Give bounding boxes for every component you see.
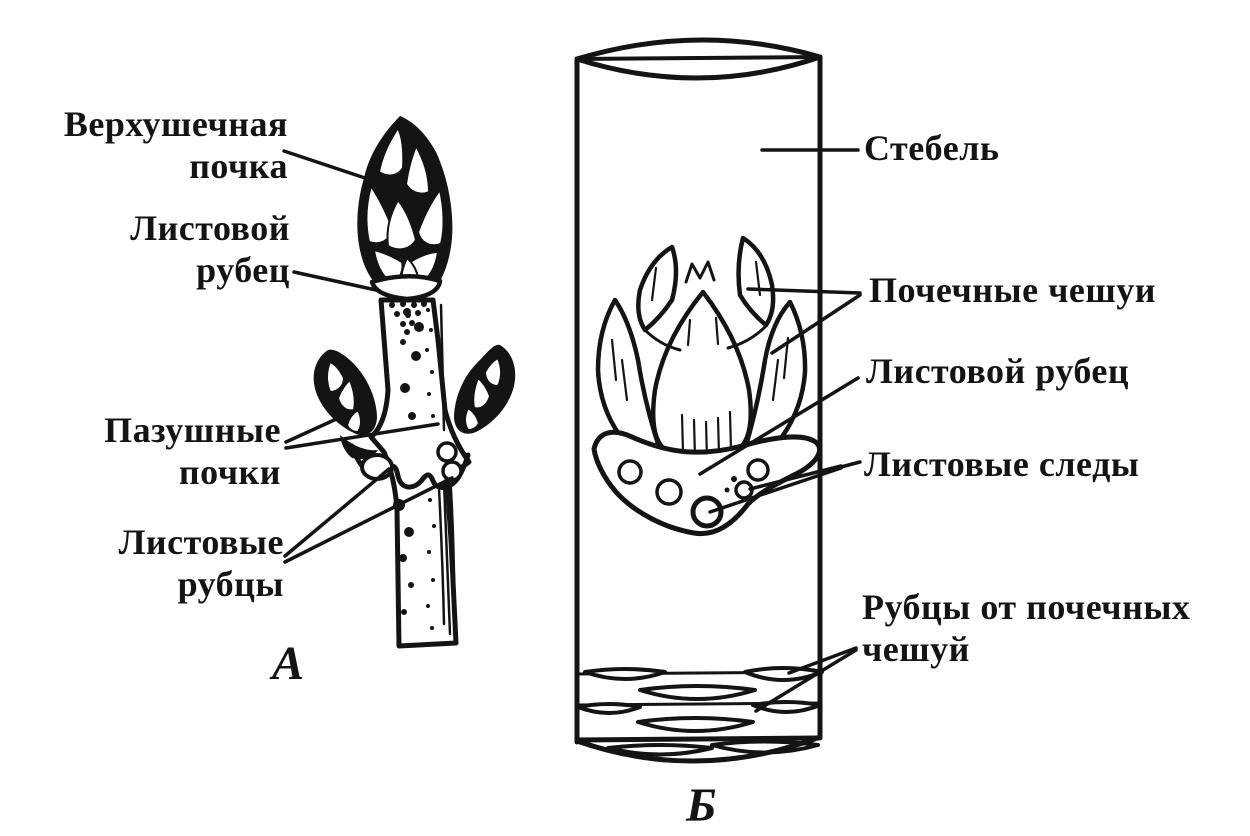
label-leaf-scar-stem: Листовой рубец — [866, 351, 1130, 391]
panel-a-letter: А — [272, 637, 305, 690]
leaf-traces — [617, 458, 770, 529]
cylinder-bud — [595, 235, 808, 463]
cylinder-leaf-scar — [591, 429, 822, 537]
panel-b-letter: Б — [686, 779, 717, 832]
label-leaf-scar-twig: Листовой рубец — [130, 208, 290, 291]
label-apical-bud: Верхушечная почка — [63, 104, 288, 187]
apical-bud — [357, 116, 453, 292]
axillary-bud-left — [313, 349, 377, 436]
twig-collar — [369, 274, 443, 335]
twig-leader-lines — [282, 149, 454, 564]
axillary-bud-right — [454, 344, 516, 434]
label-stem: Стебель — [864, 128, 1000, 168]
label-bud-scale-scars: Рубцы от почечных чешуй — [862, 587, 1191, 670]
twig-leaf-scars — [340, 435, 471, 490]
label-leaf-traces: Листовые следы — [864, 444, 1140, 484]
label-axillary-buds: Пазушные почки — [104, 410, 281, 493]
bud-scale-scars — [576, 666, 824, 757]
cylinder-drawing — [574, 37, 862, 764]
label-bud-scales: Почечные чешуи — [869, 270, 1157, 310]
label-leaf-scars-twig: Листовые рубцы — [118, 522, 284, 605]
cylinder-outline — [574, 37, 823, 764]
cylinder-leader-lines — [698, 148, 862, 713]
twig-stem-shading — [437, 303, 457, 636]
twig-drawing — [282, 116, 516, 649]
